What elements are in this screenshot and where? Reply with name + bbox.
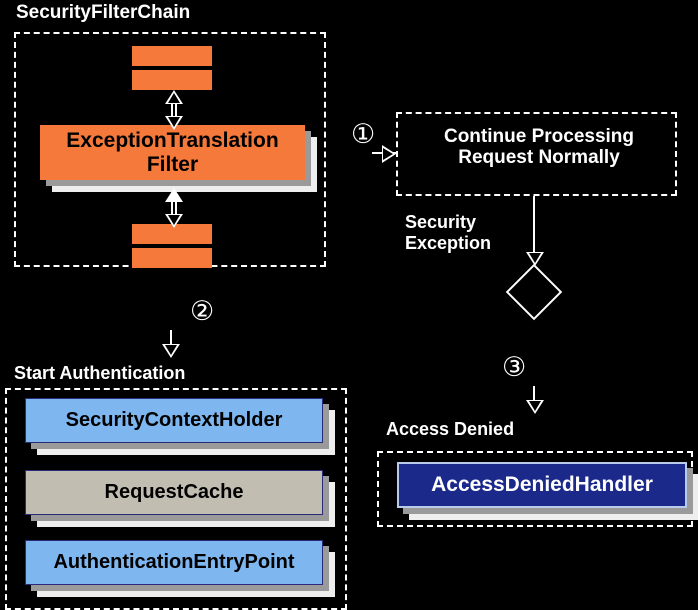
group-label-start-authentication: Start Authentication xyxy=(14,363,186,383)
connector-upper-line xyxy=(171,96,173,124)
arrow-up-to-strips xyxy=(165,90,183,104)
edge-to-access-denied-line xyxy=(533,386,535,408)
node-security-context-holder[interactable]: SecurityContextHolder xyxy=(25,398,323,443)
step-number-three: ③ xyxy=(502,352,527,383)
arrow-down-to-access-denied xyxy=(526,400,544,414)
edge-exception-line xyxy=(533,196,535,258)
edge-label-security-exception: Security Exception xyxy=(405,212,492,253)
node-request-cache[interactable]: RequestCache xyxy=(25,470,323,515)
arrow-down-to-diamond xyxy=(526,252,544,266)
step-number-two: ② xyxy=(190,296,215,327)
filter-strip-3 xyxy=(132,224,212,244)
group-label-continue-processing: Continue Processing Request Normally xyxy=(443,126,635,168)
connector-upper-line-2 xyxy=(175,96,177,124)
edge-to-start-auth-line xyxy=(170,330,172,352)
group-continue-processing xyxy=(396,112,677,196)
arrow-down-to-lower-strips xyxy=(165,214,183,228)
filter-strip-2 xyxy=(132,70,212,90)
decision-diamond xyxy=(505,263,563,321)
arrow-down-to-start-auth xyxy=(162,344,180,358)
group-access-denied xyxy=(377,451,693,527)
arrow-down-to-filter xyxy=(165,116,183,130)
connector-lower-line-2 xyxy=(175,196,177,222)
node-access-denied-handler[interactable]: AccessDeniedHandler xyxy=(397,462,687,508)
arrow-right-to-continue xyxy=(382,145,396,163)
arrow-up-to-filter xyxy=(165,188,183,202)
group-label-access-denied: Access Denied xyxy=(386,419,515,439)
node-authentication-entry-point[interactable]: AuthenticationEntryPoint xyxy=(25,540,323,585)
filter-strip-1 xyxy=(132,46,212,66)
group-start-authentication xyxy=(5,388,347,610)
node-exception-translation-filter[interactable]: ExceptionTranslation Filter xyxy=(40,125,305,180)
step-number-one: ① xyxy=(351,119,376,150)
connector-lower-line xyxy=(171,196,173,222)
filter-strip-4 xyxy=(132,248,212,268)
group-label-security-filter-chain: SecurityFilterChain xyxy=(16,2,191,23)
